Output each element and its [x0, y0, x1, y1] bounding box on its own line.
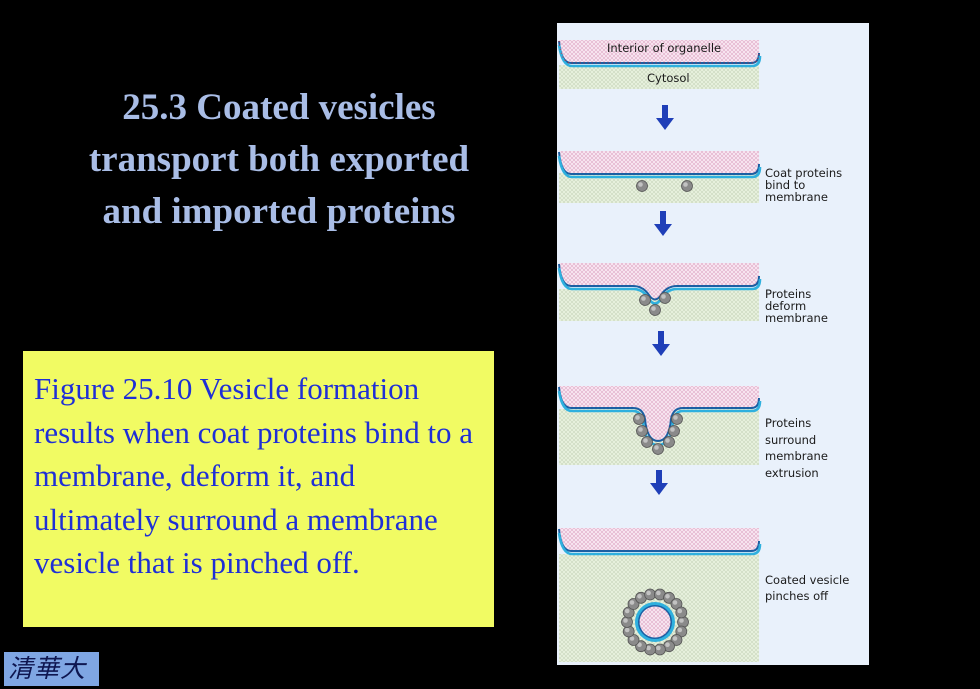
- vesicle-formation-figure: Interior of organelle Cytosol Coat prote…: [557, 23, 869, 665]
- panel-2-membrane: [557, 151, 762, 203]
- step-2-label: Proteins deform membrane: [765, 287, 828, 325]
- arrow-down-icon-3: [652, 331, 670, 356]
- arrow-down-icon-2: [654, 211, 672, 236]
- panel-1-membrane: [557, 40, 762, 89]
- interior-of-organelle-label: Interior of organelle: [607, 41, 722, 55]
- step-3-label: Proteins surround membrane extrusion: [765, 416, 828, 480]
- step-1-label: Coat proteins bind to membrane: [765, 166, 843, 204]
- title-line-1: 25.3 Coated vesicles: [122, 87, 436, 128]
- arrow-down-icon-4: [650, 470, 668, 495]
- logo-text: 清華大学: [8, 654, 87, 683]
- tsinghua-logo: 清華大学: [4, 652, 99, 686]
- title-line-2: transport both exported: [88, 139, 470, 180]
- figure-drawing: [557, 40, 762, 662]
- title-line-3: and imported proteins: [102, 191, 456, 232]
- panel-4-membrane: [557, 386, 762, 465]
- cytosol-label: Cytosol: [647, 71, 690, 85]
- panel-5-membrane: [557, 528, 762, 662]
- panel-3-membrane: [557, 263, 762, 321]
- figure-caption-box: Figure 25.10 Vesicle formation results w…: [23, 351, 494, 627]
- coated-vesicle: [621, 588, 689, 656]
- arrow-down-icon-1: [656, 105, 674, 130]
- step-4-label: Coated vesicle pinches off: [765, 573, 850, 603]
- figure-caption: Figure 25.10 Vesicle formation results w…: [34, 371, 474, 580]
- slide-title: 25.3 Coated vesicles transport both expo…: [40, 82, 518, 238]
